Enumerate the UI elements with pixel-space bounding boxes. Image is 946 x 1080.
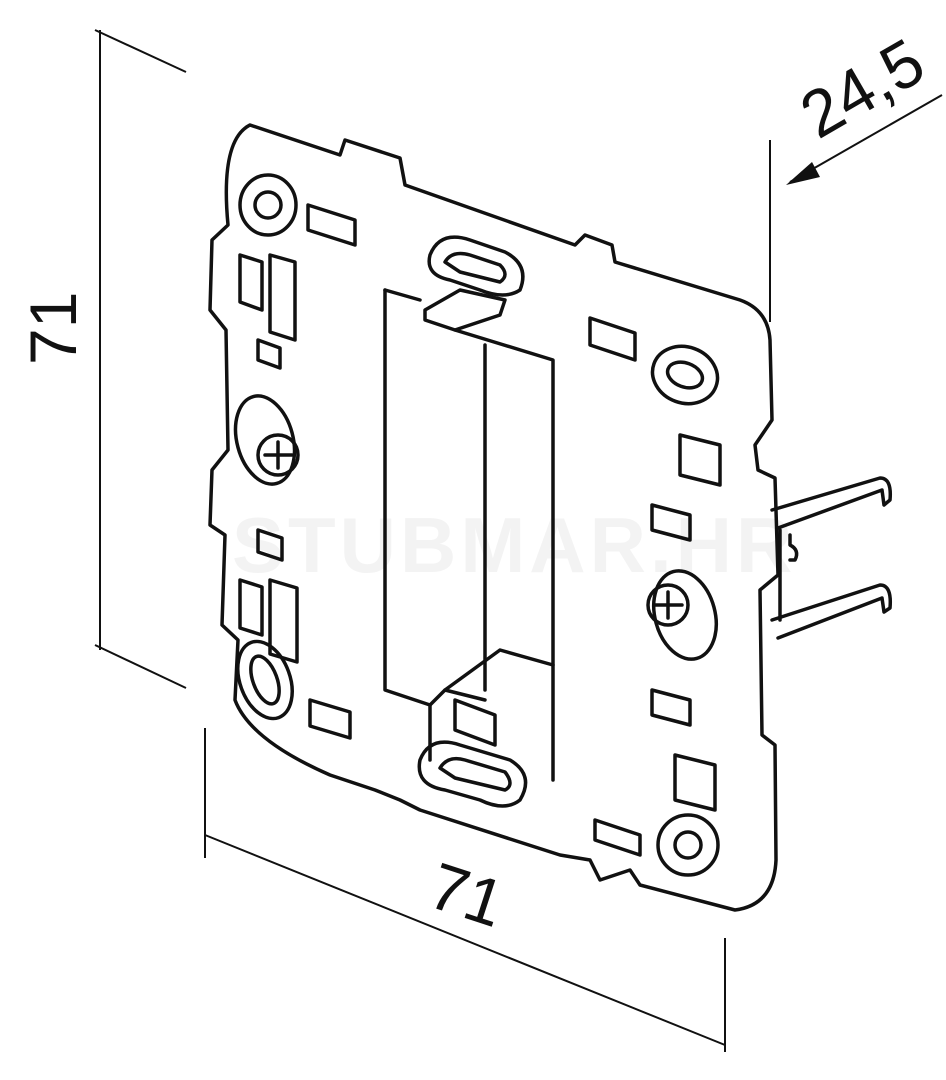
screw-icon <box>646 569 718 661</box>
side-clips <box>770 476 893 640</box>
mounting-plate <box>208 123 780 912</box>
width-dimension: 71 <box>204 728 726 1052</box>
arrow-head-icon <box>786 162 820 185</box>
height-label: 71 <box>16 292 90 365</box>
depth-dimension: 24,5 <box>769 24 943 322</box>
watermark: STUBMAR.HR <box>232 501 796 589</box>
depth-label: 24,5 <box>788 24 936 152</box>
height-dimension: 71 <box>16 29 187 689</box>
screw-icon <box>233 394 300 486</box>
